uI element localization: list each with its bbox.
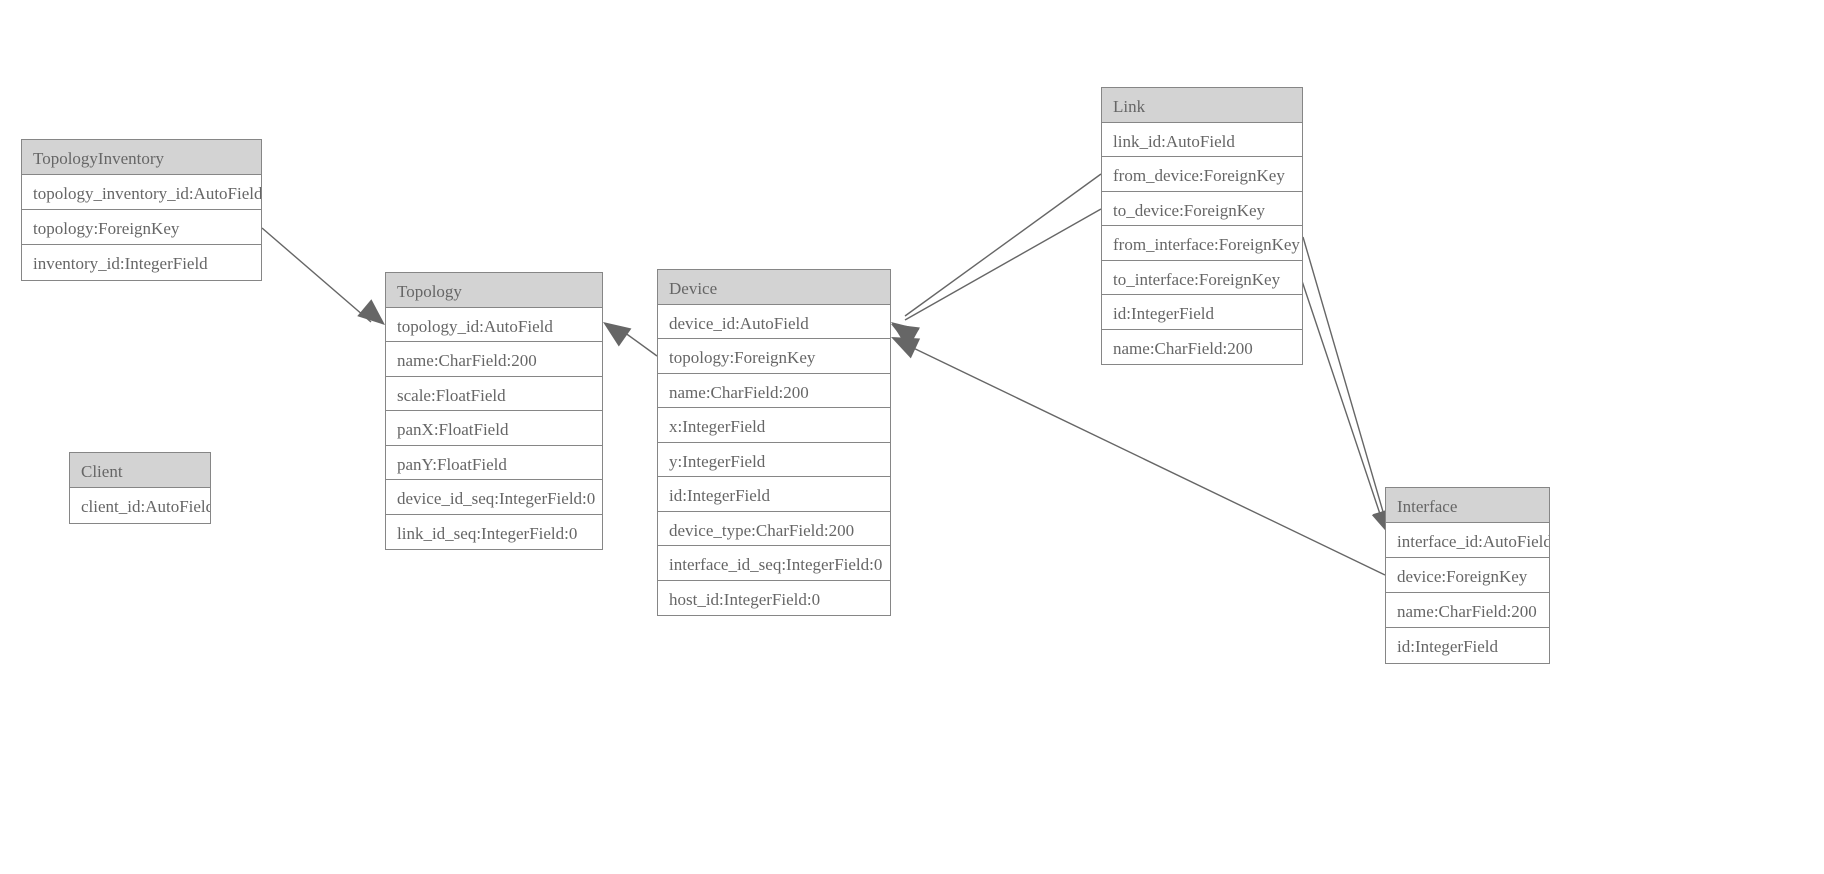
entity-header-client: Client [70, 453, 210, 488]
entity-field-row[interactable]: client_id:AutoField [70, 488, 210, 523]
entity-field-row[interactable]: y:IntegerField [658, 442, 890, 477]
entity-field-row[interactable]: device:ForeignKey [1386, 558, 1549, 593]
entity-field-row[interactable]: x:IntegerField [658, 408, 890, 443]
entity-field-row[interactable]: host_id:IntegerField:0 [658, 580, 890, 615]
entity-field-row[interactable]: name:CharField:200 [386, 342, 602, 377]
entity-field-row[interactable]: interface_id_seq:IntegerField:0 [658, 546, 890, 581]
entity-field-row[interactable]: topology_id:AutoField [386, 307, 602, 342]
relationship-line [904, 343, 1386, 576]
entity-field-row[interactable]: id:IntegerField [1386, 628, 1549, 663]
entity-field-row[interactable]: to_device:ForeignKey [1102, 191, 1302, 226]
entity-field-row[interactable]: from_device:ForeignKey [1102, 157, 1302, 192]
entity-field-row[interactable]: scale:FloatField [386, 376, 602, 411]
entity-header-interface: Interface [1386, 488, 1549, 523]
entity-header-link: Link [1102, 88, 1302, 123]
entity-field-row[interactable]: device_id:AutoField [658, 304, 890, 339]
entity-field-row[interactable]: name:CharField:200 [1102, 329, 1302, 364]
entity-field-row[interactable]: link_id:AutoField [1102, 122, 1302, 157]
entity-field-row[interactable]: panY:FloatField [386, 445, 602, 480]
entity-field-row[interactable]: topology:ForeignKey [22, 210, 261, 245]
entity-field-row[interactable]: name:CharField:200 [658, 373, 890, 408]
entity-field-row[interactable]: id:IntegerField [658, 477, 890, 512]
entity-field-row[interactable]: panX:FloatField [386, 411, 602, 446]
entity-field-row[interactable]: topology:ForeignKey [658, 339, 890, 374]
entity-field-row[interactable]: device_type:CharField:200 [658, 511, 890, 546]
entity-field-row[interactable]: inventory_id:IntegerField [22, 245, 261, 280]
entity-field-row[interactable]: topology_inventory_id:AutoField [22, 175, 261, 210]
relationship-line [904, 173, 1102, 317]
relationship-line [261, 227, 372, 323]
entity-field-row[interactable]: device_id_seq:IntegerField:0 [386, 480, 602, 515]
relationship-line [1298, 271, 1384, 524]
entity-field-row[interactable]: from_interface:ForeignKey [1102, 226, 1302, 261]
entity-field-row[interactable]: to_interface:ForeignKey [1102, 260, 1302, 295]
entity-field-row[interactable]: link_id_seq:IntegerField:0 [386, 514, 602, 549]
entity-header-topologyinventory: TopologyInventory [22, 140, 261, 175]
relationship-line [904, 208, 1102, 321]
relationship-line [1302, 236, 1387, 523]
entity-header-device: Device [658, 270, 890, 305]
relationship-line [616, 326, 658, 357]
entity-field-row[interactable]: name:CharField:200 [1386, 593, 1549, 628]
entity-field-row[interactable]: id:IntegerField [1102, 295, 1302, 330]
relationship-arrowhead [891, 337, 921, 359]
entity-header-topology: Topology [386, 273, 602, 308]
entity-field-row[interactable]: interface_id:AutoField [1386, 523, 1549, 558]
